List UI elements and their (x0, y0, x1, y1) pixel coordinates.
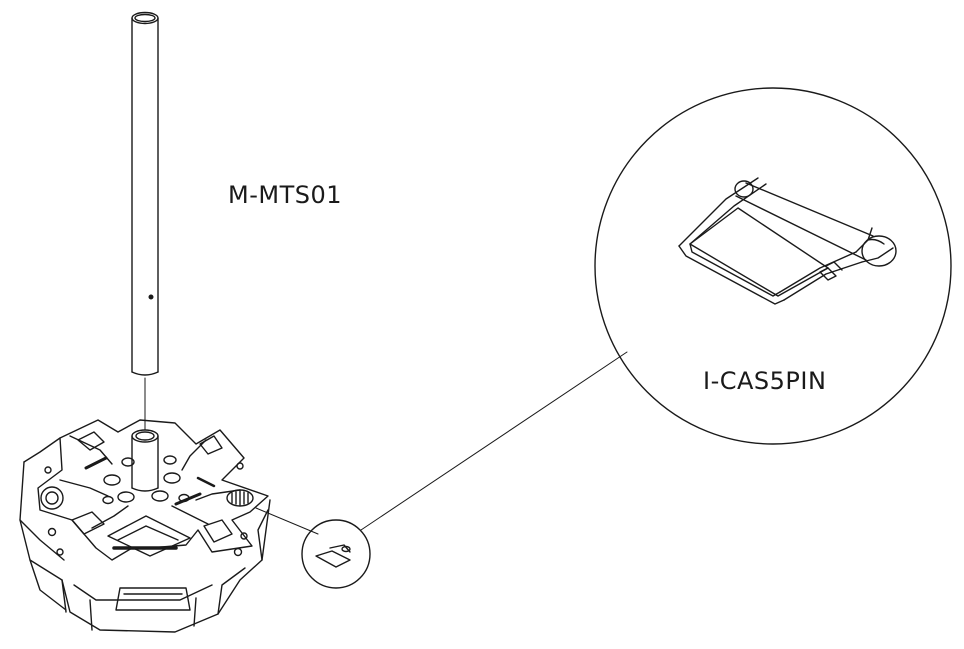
cotter-pin-i-cas5pin (679, 178, 896, 304)
detail-marker-circle (302, 520, 370, 588)
pin-part-label: I-CAS5PIN (703, 367, 827, 395)
pole-part-label: M-MTS01 (228, 181, 343, 209)
weighted-base (20, 420, 270, 632)
pole-m-mts01 (132, 13, 158, 431)
detail-enlarged-circle (595, 88, 951, 444)
